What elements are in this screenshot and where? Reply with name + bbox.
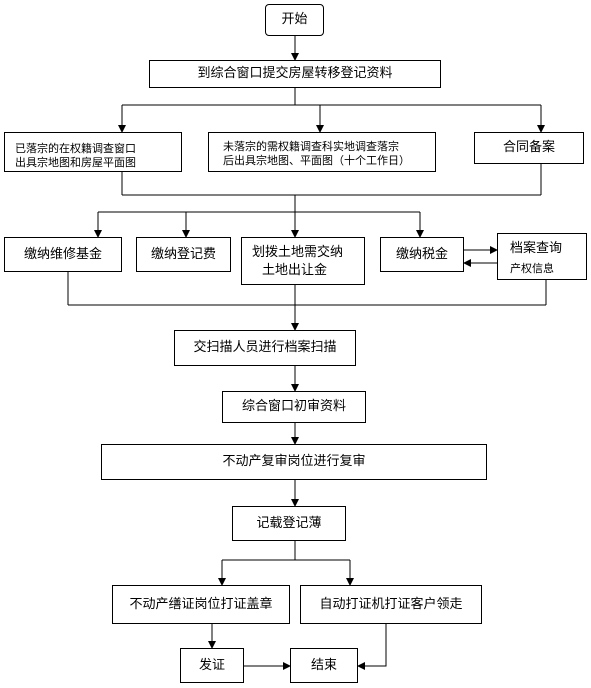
fee-registration-box: 缴纳登记费	[136, 237, 231, 272]
auto-print-label: 自动打证机打证客户领走	[319, 596, 463, 612]
re-review-box: 不动产复审岗位进行复审	[101, 444, 487, 480]
scan-box: 交扫描人员进行档案扫描	[174, 330, 356, 366]
start-label: 开始	[281, 12, 308, 27]
end-label: 结束	[310, 657, 337, 673]
branch-mid-line2: 后出具宗地图、平面图（十个工作日）	[223, 154, 410, 167]
contract-filing-label: 合同备案	[502, 140, 555, 155]
arrow-auto-print-to-end	[357, 624, 387, 670]
archive-query-line1: 档案查询	[510, 241, 563, 256]
branch-left-line1: 已落宗的在权籍调查窗口	[15, 142, 136, 155]
fee-registration-label: 缴纳登记费	[150, 246, 216, 262]
branch-mid-line1: 未落宗的需权籍调查科实地调查落宗	[223, 140, 399, 153]
land-transfer-line2: 土地出让金	[262, 263, 328, 278]
issue-label: 发证	[198, 657, 225, 673]
tax-box: 缴纳税金	[380, 237, 464, 272]
fee-maintenance-label: 缴纳维修基金	[23, 246, 102, 262]
initial-review-label: 综合窗口初审资料	[241, 399, 346, 414]
tax-label: 缴纳税金	[395, 246, 448, 262]
re-review-label: 不动产复审岗位进行复审	[222, 454, 366, 469]
initial-review-box: 综合窗口初审资料	[222, 391, 366, 423]
start-node: 开始	[265, 4, 324, 36]
contract-filing-box: 合同备案	[474, 132, 584, 164]
archive-query-line2: 产权信息	[510, 262, 554, 275]
issue-box: 发证	[180, 648, 244, 683]
branch-left-box: 已落宗的在权籍调查窗口 出具宗地图和房屋平面图	[4, 132, 182, 172]
land-transfer-line1: 划拨土地需交纳	[252, 245, 344, 260]
submit-materials-box: 到综合窗口提交房屋转移登记资料	[149, 60, 441, 88]
land-transfer-box: 划拨土地需交纳 土地出让金	[241, 237, 365, 285]
certificate-seal-label: 不动产缮证岗位打证盖章	[129, 596, 273, 612]
certificate-seal-box: 不动产缮证岗位打证盖章	[112, 585, 290, 624]
record-book-box: 记载登记薄	[232, 506, 346, 541]
branch-left-line2: 出具宗地图和房屋平面图	[15, 156, 136, 169]
record-book-label: 记载登记薄	[256, 515, 322, 531]
archive-query-box: 档案查询 产权信息	[497, 233, 587, 280]
scan-label: 交扫描人员进行档案扫描	[193, 340, 337, 355]
end-box: 结束	[290, 648, 358, 683]
submit-materials-label: 到综合窗口提交房屋转移登记资料	[197, 66, 393, 81]
branch-mid-box: 未落宗的需权籍调查科实地调查落宗 后出具宗地图、平面图（十个工作日）	[208, 132, 436, 172]
fee-maintenance-box: 缴纳维修基金	[4, 237, 122, 272]
auto-print-box: 自动打证机打证客户领走	[300, 585, 482, 624]
